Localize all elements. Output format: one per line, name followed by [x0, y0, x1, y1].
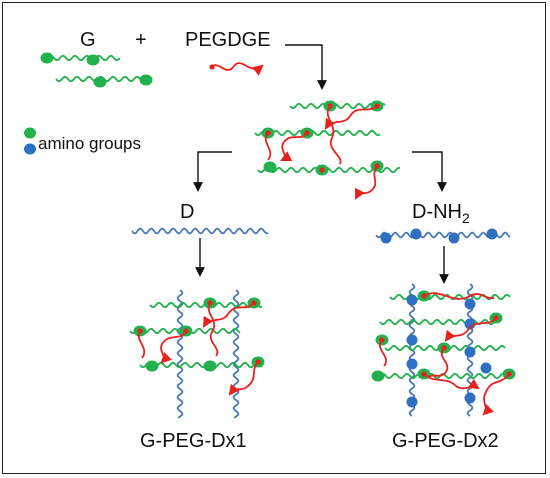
peg-attachment: [304, 130, 310, 136]
peg-attachment: [327, 103, 333, 109]
dextran-amino-dot: [406, 358, 418, 370]
peg-attachment: [319, 167, 325, 173]
dextran-strand: [176, 289, 184, 419]
dextran-amino-dot: [406, 396, 418, 408]
dextran-amino-dot: [464, 318, 476, 330]
gelatin-amino-dot: [263, 161, 277, 173]
peg-attachment: [374, 103, 380, 109]
activated-gelatin-chain: [254, 129, 381, 137]
peg-attachment: [255, 359, 261, 365]
dextran-amino-dot: [410, 228, 422, 240]
peg-attachment: [137, 328, 143, 334]
peg-attachment: [207, 300, 213, 306]
pegdge-end: [209, 64, 215, 70]
dextran-chain: [131, 227, 269, 235]
amino-groups-legend-label: amino groups: [38, 134, 141, 153]
peg-attachment: [493, 315, 499, 321]
peg-crosslink: [444, 317, 497, 342]
dextran-amino-dot: [406, 294, 418, 306]
gelatin-amino-dot: [86, 54, 100, 66]
peg-crosslink: [324, 105, 378, 130]
peg-crosslink: [355, 165, 378, 200]
dextran-amino-dot: [486, 228, 498, 240]
arrow-right-branch: [412, 151, 447, 192]
activated-gelatin-chain: [289, 102, 386, 110]
peg-crosslink: [482, 373, 510, 416]
peg-attachment: [183, 328, 189, 334]
peg-attachment: [251, 300, 257, 306]
plus-sign: +: [135, 29, 147, 51]
dextran-amino-dot: [448, 232, 460, 244]
pegdge-molecule: [209, 62, 264, 76]
peg-attachment: [421, 293, 427, 299]
peg-crosslink: [207, 302, 219, 357]
dextran-amino-dot: [464, 392, 476, 404]
product-g-peg-dx2-label: G-PEG-Dx2: [392, 430, 499, 452]
gelatin-amino-dot: [371, 370, 385, 382]
dextran-amino-dot: [464, 298, 476, 310]
gelatin-amino-dot: [203, 360, 217, 372]
peg-crosslink: [423, 292, 495, 300]
dextran-amino-dot: [480, 362, 492, 374]
gelatin-chain: [139, 361, 263, 369]
gelatin-chain: [41, 54, 121, 62]
arrow-to-activated-gelatin: [285, 44, 327, 90]
gelatin-amino-dot: [93, 76, 107, 88]
legend-blue-dot: [24, 143, 36, 155]
peg-crosslink: [280, 132, 308, 161]
dextran-label: D: [180, 201, 194, 223]
product-g-peg-dx1-label: G-PEG-Dx1: [140, 430, 247, 452]
gelatin-chain: [373, 372, 511, 380]
peg-attachment: [265, 130, 271, 136]
legend-green-dot: [24, 127, 36, 139]
peg-crosslink: [423, 373, 480, 390]
pegdge-label: PEGDGE: [185, 29, 271, 51]
dextran-amino-dot: [464, 346, 476, 358]
gelatin-label: G: [80, 29, 96, 51]
peg-crosslink: [202, 302, 255, 328]
peg-crosslink: [326, 105, 342, 165]
dextran-strand: [232, 289, 240, 419]
gelatin-amino-dot: [40, 52, 54, 64]
peg-crosslink: [160, 330, 187, 364]
peg-attachment: [441, 345, 447, 351]
peg-crosslink: [228, 361, 259, 396]
peg-attachment: [421, 371, 427, 377]
peg-attachment: [379, 337, 385, 343]
peg-crosslink: [427, 347, 449, 379]
gelatin-amino-dot: [145, 360, 159, 372]
dextran-amino-dot: [380, 232, 392, 244]
dextran-amino-dot: [406, 334, 418, 346]
peg-attachment: [506, 371, 512, 377]
peg-attachment: [374, 163, 380, 169]
arrow-left-branch: [193, 151, 232, 192]
gelatin-amino-dot: [139, 74, 153, 86]
diagram-frame: [2, 2, 546, 474]
amino-dextran-label: D-NH2: [412, 201, 470, 226]
peg-crosslink: [379, 339, 387, 367]
